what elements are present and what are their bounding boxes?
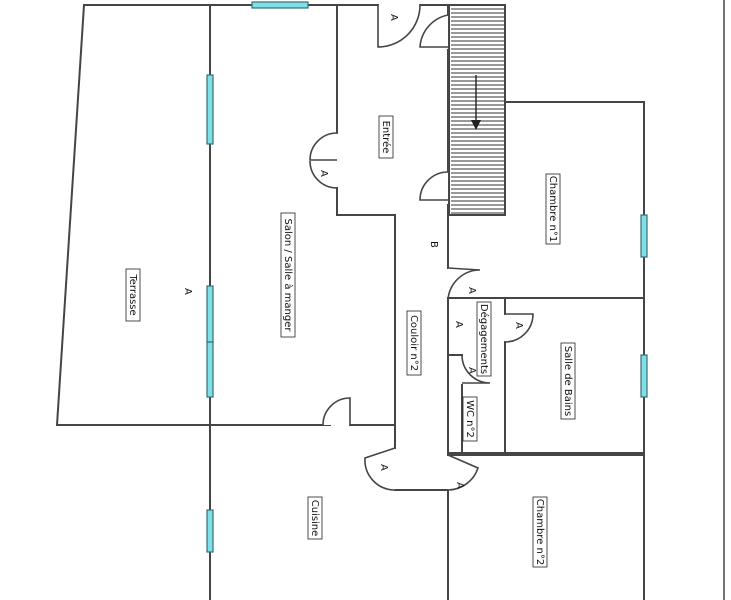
marker-a: A	[453, 321, 464, 328]
room-label-cuisine: Cuisine	[307, 496, 323, 540]
window-salon-3	[206, 341, 214, 398]
door-stairs-top	[419, 14, 449, 48]
door-stairs-bottom	[419, 171, 449, 201]
marker-a: A	[466, 367, 477, 374]
marker-a: A	[378, 464, 389, 471]
svg-text:Salon / Salle à manger: Salon / Salle à manger	[282, 219, 294, 333]
window-sdb	[640, 354, 648, 398]
svg-text:Dégagements: Dégagements	[478, 304, 490, 374]
door-chambre2	[447, 454, 479, 491]
room-label-terrasse: Terrasse	[125, 268, 141, 322]
svg-text:WC n°2: WC n°2	[464, 400, 475, 438]
door-degagement	[447, 267, 481, 301]
room-label-salle-de-bains: Salle de Bains	[560, 342, 576, 420]
window-top	[251, 1, 309, 9]
door-salon-double	[309, 132, 338, 189]
marker-a: A	[466, 287, 477, 294]
room-label-wc: WC n°2	[462, 396, 478, 442]
door-wc	[461, 354, 491, 384]
door-sdb	[504, 313, 534, 343]
room-label-degagements: Dégagements	[476, 301, 492, 377]
room-label-chambre1: Chambre n°1	[545, 173, 561, 245]
marker-b: B	[428, 241, 439, 248]
window-salon-1	[206, 74, 214, 145]
marker-a: A	[318, 170, 329, 177]
svg-text:Entrée: Entrée	[380, 121, 392, 154]
room-label-chambre2: Chambre n°2	[532, 496, 548, 568]
window-cuisine	[206, 509, 214, 553]
svg-text:Chambre n°1: Chambre n°1	[547, 176, 558, 242]
room-label-couloir: Couloir n°2	[406, 310, 422, 376]
door-entry-top	[377, 4, 421, 48]
svg-text:Salle de Bains: Salle de Bains	[562, 346, 573, 416]
chambre1-walls	[504, 101, 645, 299]
marker-a: A	[388, 14, 399, 21]
window-chambre1	[640, 214, 648, 258]
door-cuisine	[364, 447, 396, 491]
window-salon-2	[206, 285, 214, 343]
marker-a: A	[513, 322, 524, 329]
room-label-salon: Salon / Salle à manger	[280, 212, 296, 338]
terrasse-outline	[55, 4, 331, 426]
marker-a: A	[454, 482, 465, 489]
markers: A A A B A A A A A A	[182, 14, 524, 489]
room-label-entree: Entrée	[378, 115, 394, 159]
svg-text:Chambre n°2: Chambre n°2	[534, 499, 545, 565]
svg-text:Terrasse: Terrasse	[127, 273, 138, 315]
marker-a: A	[182, 288, 193, 295]
svg-text:Couloir n°2: Couloir n°2	[408, 315, 419, 371]
staircase	[448, 4, 506, 216]
svg-text:Cuisine: Cuisine	[309, 500, 320, 537]
door-salon-bottom	[322, 397, 351, 426]
